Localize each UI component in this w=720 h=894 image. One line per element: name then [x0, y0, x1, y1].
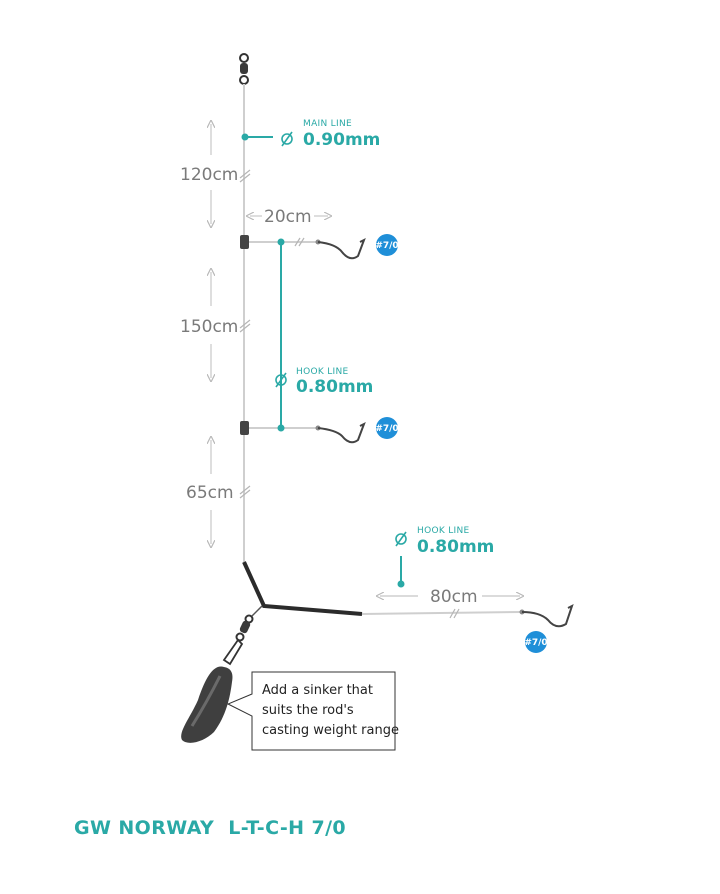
svg-text:#7/0: #7/0	[524, 638, 547, 648]
hook-line-lower-label: HOOK LINE	[417, 526, 470, 536]
hook-badge-middle: #7/0	[375, 417, 399, 439]
sinker	[181, 666, 233, 743]
note-callout	[226, 671, 396, 751]
dropper-length: 20cm	[264, 207, 312, 227]
hook-line-upper-value: 0.80mm	[296, 377, 373, 397]
lower-dropper	[240, 421, 366, 444]
boom	[242, 561, 574, 628]
segment-top-length: 120cm	[180, 165, 238, 185]
hook-line-lower-value: 0.80mm	[417, 537, 494, 557]
hook-line-lower-callout	[395, 531, 407, 588]
hook-badge-lower: #7/0	[524, 631, 548, 653]
main-line-label: MAIN LINE	[303, 119, 352, 129]
svg-text:#7/0: #7/0	[375, 241, 398, 251]
boom-length: 80cm	[430, 587, 478, 607]
sinker-highlight	[190, 675, 222, 727]
segment-bottom-length: 65cm	[186, 483, 234, 503]
product-title: GW NORWAY L-T-C-H 7/0	[74, 817, 346, 839]
main-line-callout	[241, 131, 293, 147]
hook-line-upper-label: HOOK LINE	[296, 367, 349, 377]
sinker-swivel	[222, 605, 263, 666]
segment-middle-length: 150cm	[180, 317, 238, 337]
note-line-2: suits the rod's	[262, 703, 354, 718]
hook-badge-upper: #7/0	[375, 234, 399, 256]
note-line-1: Add a sinker that	[262, 683, 373, 698]
svg-text:#7/0: #7/0	[375, 424, 398, 434]
hook-line-upper-callout	[275, 238, 287, 432]
upper-dropper	[240, 235, 366, 260]
break-mark	[239, 169, 251, 499]
note-line-3: casting weight range	[262, 723, 399, 738]
top-swivel	[239, 53, 249, 85]
main-line-value: 0.90mm	[303, 130, 380, 150]
